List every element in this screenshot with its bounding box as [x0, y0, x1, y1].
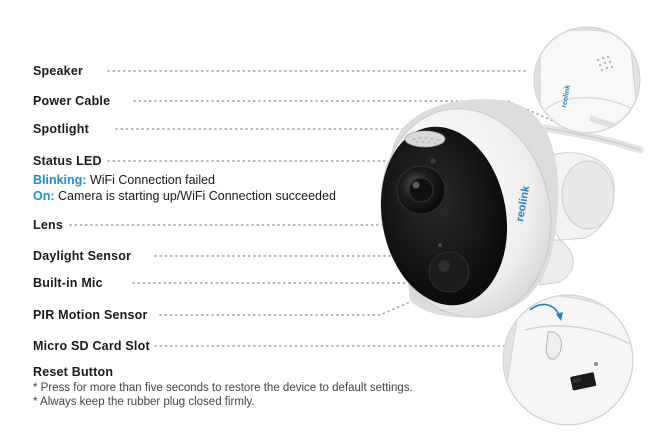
status-led-blinking: Blinking: WiFi Connection failed: [33, 173, 215, 187]
on-text: Camera is starting up/WiFi Connection su…: [54, 189, 336, 203]
label-speaker: Speaker: [33, 64, 84, 78]
spotlight: [404, 130, 446, 148]
speaker-grille: [596, 55, 614, 72]
blinking-key: Blinking:: [33, 173, 87, 187]
leader-built-in-mic: [132, 271, 441, 284]
label-built-in-mic: Built-in Mic: [33, 276, 103, 290]
detail-inset-top: reolink: [533, 26, 641, 134]
label-pir-motion-sensor: PIR Motion Sensor: [33, 308, 148, 322]
micro-sd-card: [570, 372, 597, 391]
status-led: [430, 158, 436, 164]
brand-logo-inset: reolink: [561, 84, 572, 108]
label-daylight-sensor: Daylight Sensor: [33, 249, 132, 263]
label-reset-button: Reset Button: [33, 365, 114, 379]
camera-body: reolink: [380, 99, 559, 318]
blinking-text: WiFi Connection failed: [86, 173, 215, 187]
reset-note-2: * Always keep the rubber plug closed fir…: [33, 396, 255, 408]
reset-note-1: * Press for more than five seconds to re…: [33, 382, 413, 394]
label-micro-sd-card-slot: Micro SD Card Slot: [33, 339, 150, 353]
label-lens: Lens: [33, 218, 63, 232]
status-led-on: On: Camera is starting up/WiFi Connectio…: [33, 189, 336, 203]
rubber-plug: [545, 331, 562, 360]
detail-inset-bottom: [502, 294, 634, 426]
label-status-led: Status LED: [33, 154, 102, 168]
reset-button: [594, 362, 598, 366]
leader-power-cable: [133, 100, 561, 125]
label-spotlight: Spotlight: [33, 122, 89, 136]
leader-pir-sensor: [159, 301, 411, 316]
pir-sensor: [428, 251, 470, 293]
daylight-sensor: [438, 243, 442, 247]
label-power-cable: Power Cable: [33, 94, 111, 108]
on-key: On:: [33, 189, 55, 203]
